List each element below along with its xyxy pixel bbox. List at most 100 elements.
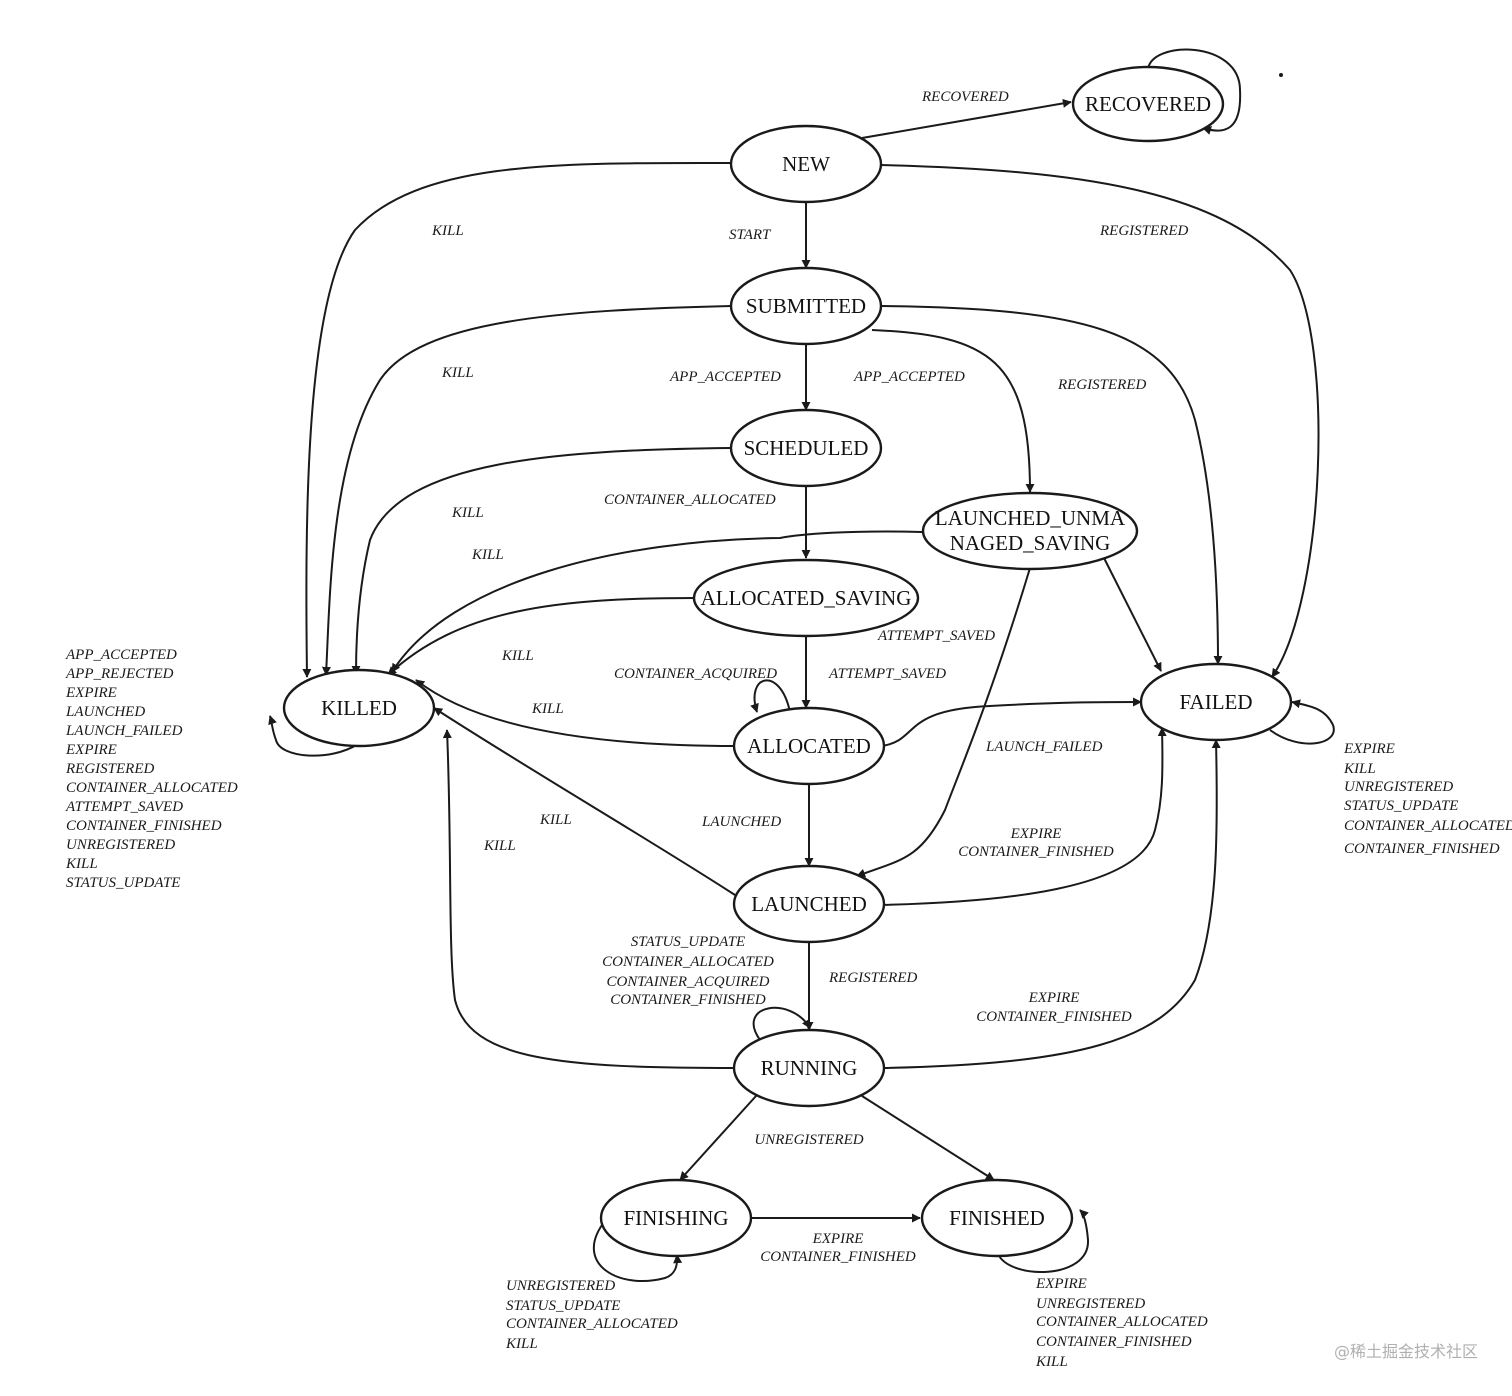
node-submitted-shape xyxy=(729,266,883,346)
node-launched-unmanaged-saving-label-2: NAGED_SAVING xyxy=(950,531,1111,555)
label-submitted-scheduled: APP_ACCEPTED xyxy=(669,369,781,385)
edge-submitted-failed xyxy=(879,305,1223,665)
label-running-failed-2: CONTAINER_FINISHED xyxy=(976,1009,1132,1025)
label-allocated-saving-killed: KILL xyxy=(501,648,534,664)
finishing-loop-labels: UNREGISTERED STATUS_UPDATE CONTAINER_ALL… xyxy=(505,1278,678,1352)
label-submitted-launched-unmanaged: APP_ACCEPTED xyxy=(853,369,965,385)
node-killed-shape xyxy=(282,668,436,748)
node-new-label: NEW xyxy=(782,152,830,176)
edge-scheduled-killed xyxy=(351,447,732,675)
label-launched-running: REGISTERED xyxy=(828,970,917,986)
failed-loop-label: KILL xyxy=(1343,761,1376,777)
failed-loop-label: CONTAINER_ALLOCATED xyxy=(1344,818,1512,834)
watermark: @稀土掘金技术社区 xyxy=(1334,1342,1478,1361)
node-finished-shape xyxy=(920,1178,1074,1258)
edge-finished-self xyxy=(997,1209,1090,1274)
edge-submitted-killed xyxy=(321,305,732,676)
killed-loop-label: LAUNCH_FAILED xyxy=(65,723,183,739)
node-allocated-saving: ALLOCATED_SAVING xyxy=(692,558,920,638)
edge-launched-unmanaged-killed xyxy=(391,530,923,673)
failed-loop-label: UNREGISTERED xyxy=(1344,779,1453,795)
label-allocated-saving-allocated: ATTEMPT_SAVED xyxy=(828,666,946,682)
node-killed-label: KILLED xyxy=(321,696,397,720)
label-allocated-killed: KILL xyxy=(531,701,564,717)
failed-loop-labels: EXPIRE KILL UNREGISTERED STATUS_UPDATE C… xyxy=(1343,741,1512,857)
node-launched-shape xyxy=(732,864,886,944)
edge-allocated-self xyxy=(750,679,791,713)
node-allocated-saving-label: ALLOCATED_SAVING xyxy=(701,586,912,610)
label-launched-failed-2: CONTAINER_FINISHED xyxy=(958,844,1114,860)
edge-running-failed xyxy=(883,739,1221,1069)
label-allocated-failed: LAUNCH_FAILED xyxy=(985,739,1103,755)
label-new-failed: REGISTERED xyxy=(1099,223,1188,239)
finishing-loop-label: UNREGISTERED xyxy=(506,1278,615,1294)
edge-launched-failed xyxy=(881,727,1167,906)
label-new-recovered: RECOVERED xyxy=(921,89,1009,105)
finished-loop-label: UNREGISTERED xyxy=(1036,1296,1145,1312)
label-allocated-self: CONTAINER_ACQUIRED xyxy=(614,666,777,682)
label-running-failed-1: EXPIRE xyxy=(1028,990,1080,1006)
finished-loop-label: KILL xyxy=(1035,1354,1068,1370)
node-scheduled-shape xyxy=(729,408,883,488)
self-loop-labels: APP_ACCEPTED APP_REJECTED EXPIRE LAUNCHE… xyxy=(65,647,1512,1370)
failed-loop-label: EXPIRE xyxy=(1343,741,1395,757)
finishing-loop-label: KILL xyxy=(505,1336,538,1352)
label-new-killed: KILL xyxy=(431,223,464,239)
killed-loop-label: KILL xyxy=(65,856,98,872)
node-running-shape xyxy=(732,1028,886,1108)
label-new-submitted: START xyxy=(729,227,772,243)
running-loop-label: CONTAINER_FINISHED xyxy=(610,992,766,1008)
label-running-finishing: UNREGISTERED xyxy=(754,1132,863,1148)
edge-allocated-failed xyxy=(881,697,1142,747)
edge-recovered-self xyxy=(1147,48,1242,135)
nodes: RECOVERED NEW SUBMITTED SCHEDULED LAUNCH… xyxy=(282,65,1293,1258)
edge-running-killed xyxy=(442,729,736,1069)
node-recovered-label: RECOVERED xyxy=(1085,92,1211,116)
finished-loop-label: CONTAINER_FINISHED xyxy=(1036,1334,1192,1350)
edge-killed-self xyxy=(268,715,359,757)
node-finishing: FINISHING xyxy=(599,1178,753,1258)
node-finished: FINISHED xyxy=(920,1178,1074,1258)
node-launched: LAUNCHED xyxy=(732,864,886,944)
finishing-loop-label: STATUS_UPDATE xyxy=(506,1298,620,1314)
node-submitted: SUBMITTED xyxy=(729,266,883,346)
running-loop-label: CONTAINER_ALLOCATED xyxy=(602,954,774,970)
edge-launched-killed xyxy=(433,707,736,896)
edge-running-finished xyxy=(861,1095,995,1181)
edge-labels: RECOVERED KILL START REGISTERED KILL APP… xyxy=(431,89,1188,1265)
edge-allocated-killed xyxy=(415,679,736,747)
label-finishing-finished-2: CONTAINER_FINISHED xyxy=(760,1249,916,1265)
label-finishing-finished-1: EXPIRE xyxy=(812,1231,864,1247)
killed-loop-labels: APP_ACCEPTED APP_REJECTED EXPIRE LAUNCHE… xyxy=(65,647,238,891)
failed-loop-label: STATUS_UPDATE xyxy=(1344,798,1458,814)
label-launched-unmanaged-killed: KILL xyxy=(471,547,504,563)
label-running-killed: KILL xyxy=(483,838,516,854)
killed-loop-label: EXPIRE xyxy=(65,685,117,701)
label-submitted-failed: REGISTERED xyxy=(1057,377,1146,393)
node-failed-label: FAILED xyxy=(1179,690,1252,714)
edge-new-killed xyxy=(302,161,732,678)
edge-allocated-saving-killed xyxy=(387,597,697,676)
killed-loop-label: ATTEMPT_SAVED xyxy=(65,799,183,815)
finished-loop-label: EXPIRE xyxy=(1035,1276,1087,1292)
node-finished-label: FINISHED xyxy=(949,1206,1045,1230)
label-scheduled-killed: KILL xyxy=(451,505,484,521)
killed-loop-label: LAUNCHED xyxy=(65,704,145,720)
killed-loop-label: CONTAINER_ALLOCATED xyxy=(66,780,238,796)
failed-loop-label: CONTAINER_FINISHED xyxy=(1344,841,1500,857)
killed-loop-label: EXPIRE xyxy=(65,742,117,758)
killed-loop-label: REGISTERED xyxy=(65,761,154,777)
edge-launched-unmanaged-failed xyxy=(1103,557,1162,672)
node-running-label: RUNNING xyxy=(761,1056,858,1080)
node-allocated: ALLOCATED xyxy=(732,706,886,786)
label-allocated-launched: LAUNCHED xyxy=(701,814,781,830)
running-loop-label: STATUS_UPDATE xyxy=(631,934,745,950)
label-scheduled-allocated-saving: CONTAINER_ALLOCATED xyxy=(604,492,776,508)
node-new: NEW xyxy=(729,124,883,204)
edges xyxy=(268,48,1335,1282)
node-killed: KILLED xyxy=(282,668,436,748)
node-allocated-saving-shape xyxy=(692,558,920,638)
killed-loop-label: CONTAINER_FINISHED xyxy=(66,818,222,834)
node-recovered: RECOVERED xyxy=(1071,65,1225,143)
edge-new-failed xyxy=(879,164,1320,678)
